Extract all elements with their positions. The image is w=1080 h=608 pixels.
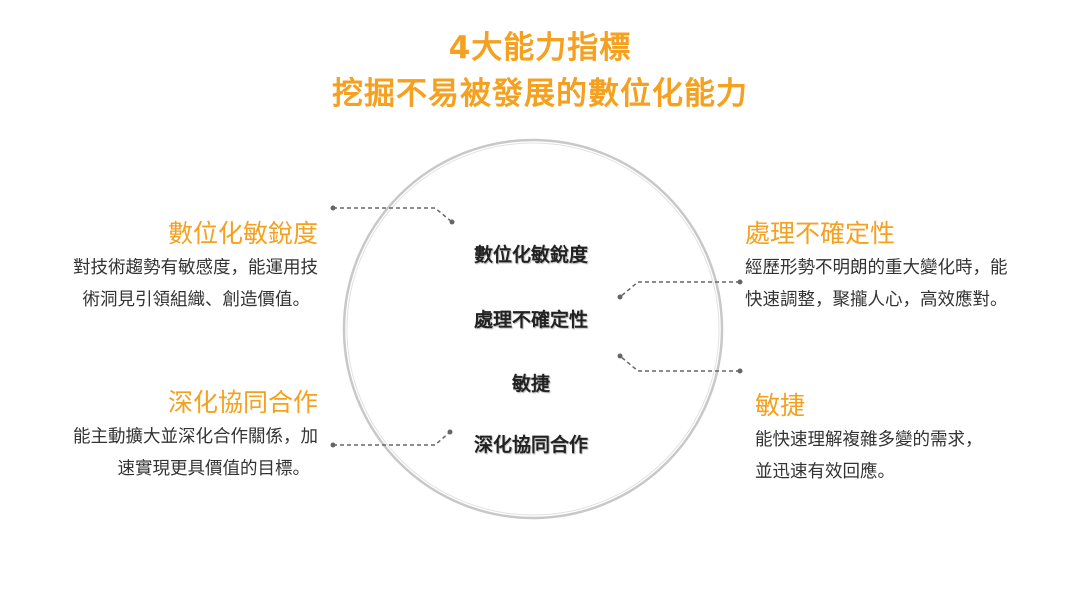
center-circle [342, 138, 724, 520]
circle-label-digital-acumen: 數位化敏銳度 [473, 244, 588, 266]
connector-uncertainty [619, 281, 740, 298]
connector-digital-acumen [333, 207, 453, 223]
desc-uncertainty-2: 快速調整，聚攏人心，高效應對。 [745, 290, 1008, 310]
circle-label-uncertainty: 處理不確定性 [473, 309, 588, 331]
desc-digital-acumen-1: 對技術趨勢有敏感度，能運用技 [73, 258, 318, 278]
connector-collaboration [333, 431, 451, 446]
desc-agility-1: 能快速理解複雜多變的需求， [755, 430, 983, 450]
desc-collaboration-1: 能主動擴大並深化合作關係，加 [73, 427, 318, 447]
desc-collaboration-2: 速實現更具價值的目標。 [117, 459, 311, 479]
heading-digital-acumen: 數位化敏銳度 [167, 219, 318, 248]
circle-label-collaboration: 深化協同合作 [473, 434, 588, 456]
desc-uncertainty-1: 經歷形勢不明朗的重大變化時，能 [745, 258, 1008, 278]
connector-agility [619, 355, 740, 372]
title-line-1: 4大能力指標 [448, 30, 632, 66]
title-line-2: 挖掘不易被發展的數位化能力 [332, 76, 748, 112]
circle-label-agility: 敏捷 [511, 373, 550, 395]
heading-collaboration: 深化協同合作 [167, 388, 318, 417]
desc-agility-2: 並迅速有效回應。 [755, 462, 895, 482]
desc-digital-acumen-2: 術洞見引領組織、創造價值。 [82, 290, 311, 310]
heading-uncertainty: 處理不確定性 [745, 219, 896, 248]
center-circle-inner [346, 142, 720, 516]
heading-agility: 敏捷 [755, 391, 806, 420]
